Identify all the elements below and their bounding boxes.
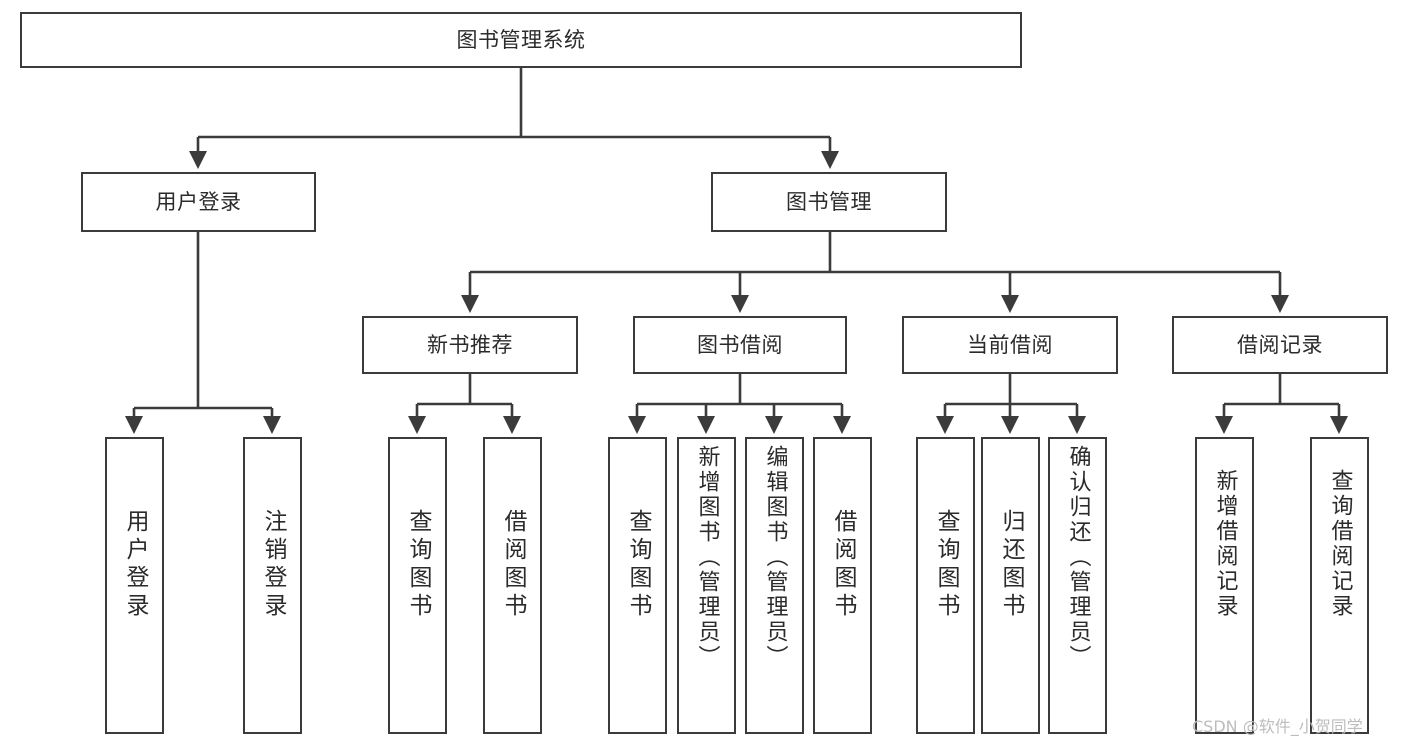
node-book-manage[interactable]: 图书管理	[711, 172, 947, 232]
leaf-edit-book[interactable]: 编辑图书（管理员）	[745, 437, 804, 734]
node-current-borrow-label: 当前借阅	[967, 332, 1053, 357]
leaf-user-login-label: 用户登录	[122, 509, 148, 621]
leaf-add-record-label: 新增借阅记录	[1212, 469, 1238, 619]
leaf-query-book-3-label: 查询图书	[933, 509, 959, 621]
watermark: CSDN @软件_小贺同学	[1192, 717, 1363, 736]
node-root[interactable]: 图书管理系统	[20, 12, 1022, 68]
leaf-logout[interactable]: 注销登录	[243, 437, 302, 734]
node-borrow-record[interactable]: 借阅记录	[1172, 316, 1388, 374]
leaf-query-book-2-label: 查询图书	[625, 509, 651, 621]
leaf-query-book-1[interactable]: 查询图书	[388, 437, 447, 734]
node-book-borrow[interactable]: 图书借阅	[633, 316, 847, 374]
node-book-manage-label: 图书管理	[786, 189, 872, 214]
leaf-return-book[interactable]: 归还图书	[981, 437, 1040, 734]
leaf-add-record[interactable]: 新增借阅记录	[1195, 437, 1254, 734]
leaf-logout-label: 注销登录	[260, 509, 286, 621]
leaf-query-record-label: 查询借阅记录	[1327, 469, 1353, 619]
leaf-borrow-book-1-label: 借阅图书	[500, 509, 526, 621]
leaf-return-book-label: 归还图书	[998, 509, 1024, 621]
leaf-query-book-2[interactable]: 查询图书	[608, 437, 667, 734]
leaf-query-book-3[interactable]: 查询图书	[916, 437, 975, 734]
node-root-label: 图书管理系统	[456, 27, 586, 52]
leaf-edit-book-label: 编辑图书（管理员）	[762, 445, 788, 670]
leaf-confirm-return[interactable]: 确认归还（管理员）	[1048, 437, 1107, 734]
leaf-add-book[interactable]: 新增图书（管理员）	[677, 437, 736, 734]
leaf-query-book-1-label: 查询图书	[405, 509, 431, 621]
node-book-borrow-label: 图书借阅	[697, 332, 783, 357]
leaf-user-login[interactable]: 用户登录	[105, 437, 164, 734]
node-user-login[interactable]: 用户登录	[81, 172, 316, 232]
leaf-borrow-book-1[interactable]: 借阅图书	[483, 437, 542, 734]
leaf-query-record[interactable]: 查询借阅记录	[1310, 437, 1369, 734]
node-user-login-label: 用户登录	[155, 189, 242, 214]
node-new-book-recommend-label: 新书推荐	[427, 332, 513, 357]
leaf-add-book-label: 新增图书（管理员）	[694, 445, 720, 670]
leaf-borrow-book-2-label: 借阅图书	[830, 509, 856, 621]
leaf-confirm-return-label: 确认归还（管理员）	[1065, 445, 1091, 670]
node-borrow-record-label: 借阅记录	[1237, 332, 1323, 357]
leaf-borrow-book-2[interactable]: 借阅图书	[813, 437, 872, 734]
node-current-borrow[interactable]: 当前借阅	[902, 316, 1118, 374]
node-new-book-recommend[interactable]: 新书推荐	[362, 316, 578, 374]
